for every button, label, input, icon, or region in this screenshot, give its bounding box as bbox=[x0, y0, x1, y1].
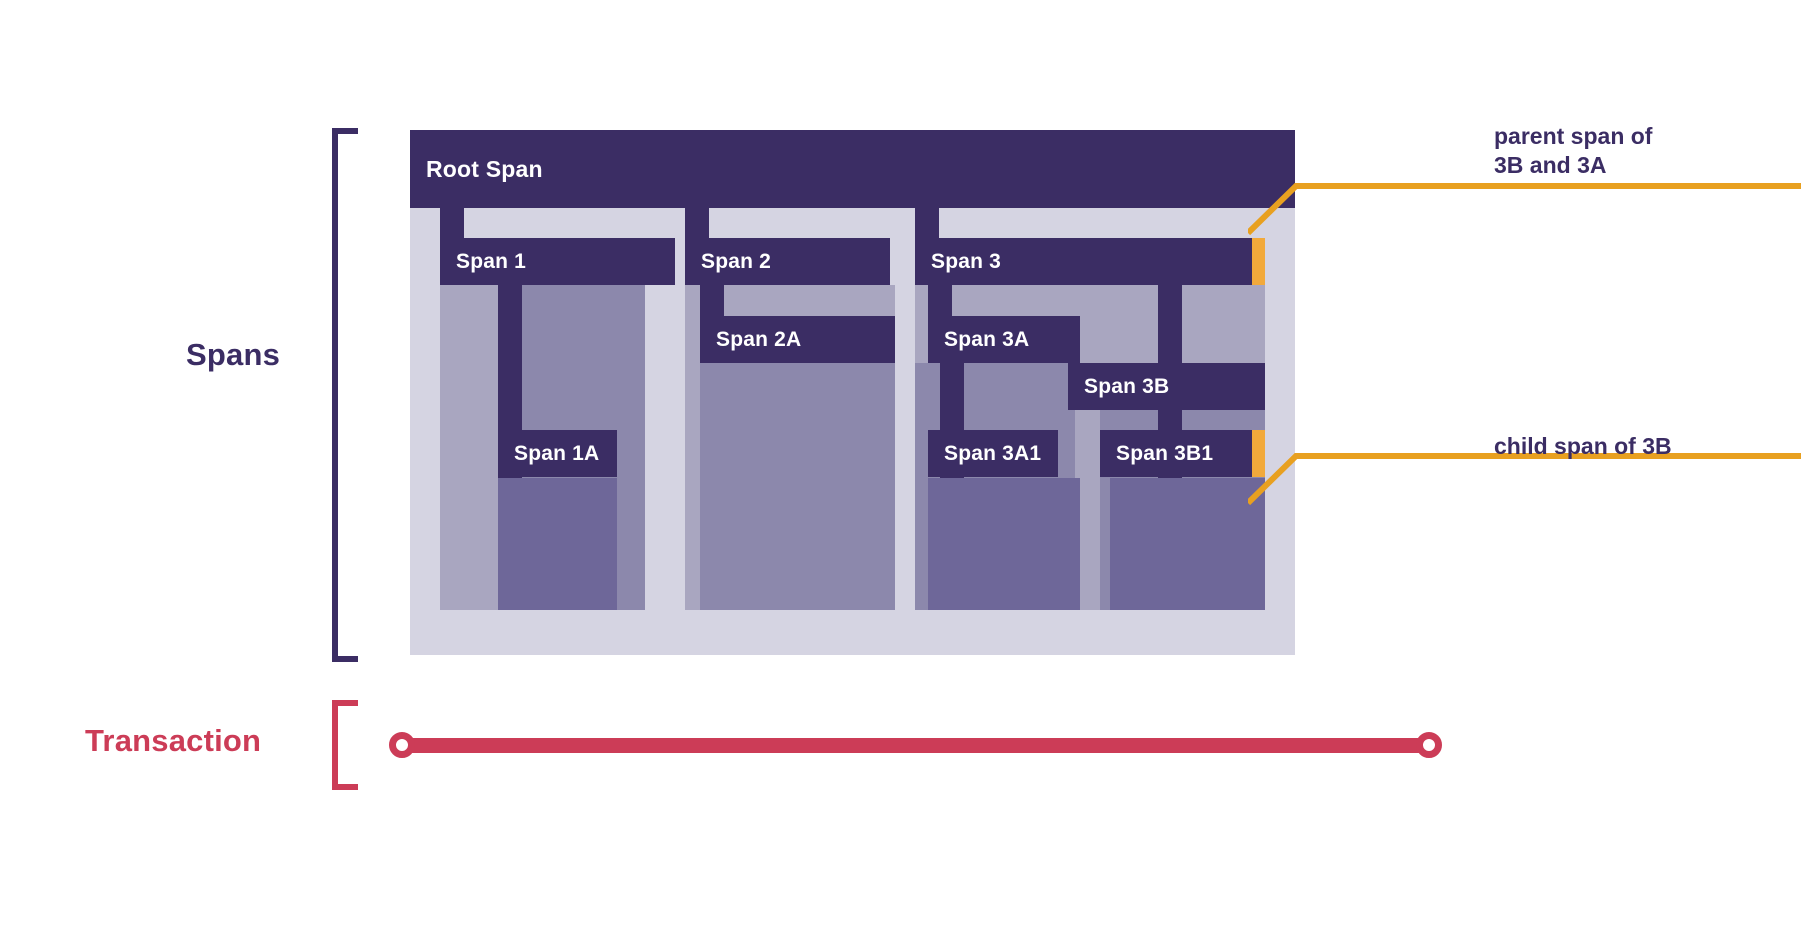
span-bar-span-3[interactable]: Span 3 bbox=[915, 238, 1265, 285]
span-bar-span-1[interactable]: Span 1 bbox=[440, 238, 675, 285]
highlight-marker-span-3b1 bbox=[1252, 430, 1265, 477]
transaction-section-label: Transaction bbox=[85, 723, 262, 758]
callout-child-span-text: child span of 3B bbox=[1494, 433, 1672, 459]
track-span-1a bbox=[498, 478, 617, 610]
transaction-start-handle[interactable] bbox=[389, 732, 415, 758]
span-bar-span-3a1[interactable]: Span 3A1 bbox=[928, 430, 1058, 477]
spans-timeline: Root Span Span 1 Span 1A Span 2 Span 2A bbox=[410, 130, 1430, 655]
callout-leader-parent bbox=[1248, 183, 1801, 236]
span-bar-span-1a[interactable]: Span 1A bbox=[498, 430, 617, 477]
span-bar-span-2a[interactable]: Span 2A bbox=[700, 316, 895, 363]
highlight-marker-span-3 bbox=[1252, 238, 1265, 285]
track-span-3b1 bbox=[1110, 478, 1265, 610]
span-bar-root[interactable]: Root Span bbox=[410, 130, 1295, 208]
span-bar-span-2[interactable]: Span 2 bbox=[685, 238, 890, 285]
transaction-end-handle[interactable] bbox=[1416, 732, 1442, 758]
callout-leader-child bbox=[1248, 453, 1801, 506]
callout-parent-span-text: parent span of 3B and 3A bbox=[1494, 123, 1653, 179]
span-bar-span-3b1[interactable]: Span 3B1 bbox=[1100, 430, 1265, 477]
span-bar-span-3b[interactable]: Span 3B bbox=[1068, 363, 1265, 410]
track-span-2a bbox=[700, 363, 895, 610]
transaction-bar[interactable] bbox=[398, 738, 1428, 753]
span-bar-span-3a[interactable]: Span 3A bbox=[928, 316, 1080, 363]
spans-section-label: Spans bbox=[186, 337, 281, 372]
spans-bracket bbox=[332, 128, 358, 662]
transaction-bracket bbox=[332, 700, 358, 790]
track-span-3a1 bbox=[928, 478, 1080, 610]
